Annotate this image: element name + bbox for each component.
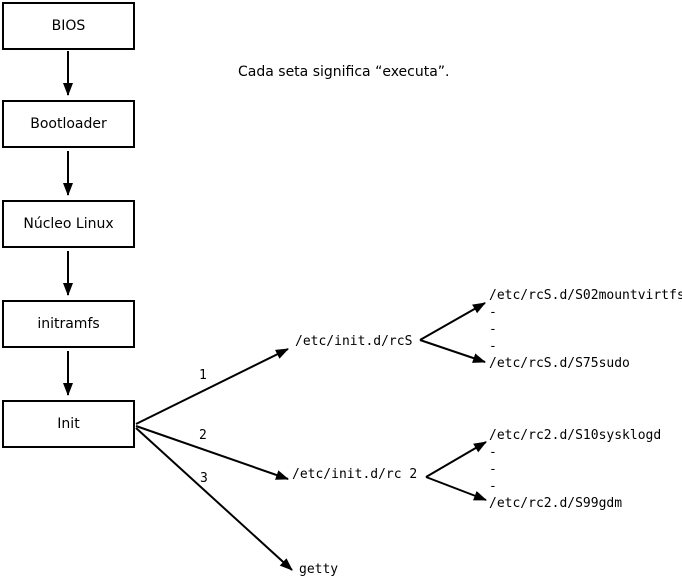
arrow-rcs-to-last-script: [419, 339, 486, 363]
ellipsis-dash: -: [489, 445, 497, 460]
target-rcs: /etc/init.d/rcS: [295, 334, 413, 349]
box-bios-label: BIOS: [51, 18, 86, 34]
arrow-rc2-to-first-script: [425, 441, 487, 478]
rc2-script-first: /etc/rc2.d/S10sysklogd: [489, 428, 662, 443]
box-bootloader-label: Bootloader: [30, 116, 107, 132]
arrow-rc2-to-last-script: [425, 476, 487, 501]
rc2-script-list: /etc/rc2.d/S10sysklogd - - - /etc/rc2.d/…: [489, 427, 661, 512]
arrow-init-to-rc2: [135, 425, 289, 480]
box-bootloader: Bootloader: [2, 100, 135, 148]
target-rc2: /etc/init.d/rc 2: [292, 467, 418, 482]
box-init: Init: [2, 400, 135, 448]
box-kernel: Núcleo Linux: [2, 200, 135, 248]
ellipsis-dash: -: [489, 322, 497, 337]
arrow-init-to-getty: [135, 427, 293, 571]
target-getty: getty: [299, 562, 339, 577]
rcs-script-last: /etc/rcS.d/S75sudo: [489, 356, 630, 371]
arrow-label-2: 2: [199, 428, 207, 443]
ellipsis-dash: -: [489, 462, 497, 477]
box-initramfs: initramfs: [2, 300, 135, 348]
rcs-script-first: /etc/rcS.d/S02mountvirtfs: [489, 288, 682, 303]
rcs-script-list: /etc/rcS.d/S02mountvirtfs - - - /etc/rcS…: [489, 287, 682, 372]
box-kernel-label: Núcleo Linux: [23, 216, 114, 232]
box-initramfs-label: initramfs: [37, 316, 100, 332]
arrow-init-to-rcs: [135, 348, 289, 425]
ellipsis-dash: -: [489, 339, 497, 354]
arrow-label-1: 1: [199, 368, 207, 383]
rc2-script-last: /etc/rc2.d/S99gdm: [489, 496, 623, 511]
arrow-label-3: 3: [200, 471, 208, 486]
box-init-label: Init: [57, 416, 80, 432]
ellipsis-dash: -: [489, 479, 497, 494]
arrow-rcs-to-first-script: [419, 302, 486, 341]
box-bios: BIOS: [2, 2, 135, 50]
ellipsis-dash: -: [489, 305, 497, 320]
caption: Cada seta significa “executa”.: [238, 64, 450, 80]
